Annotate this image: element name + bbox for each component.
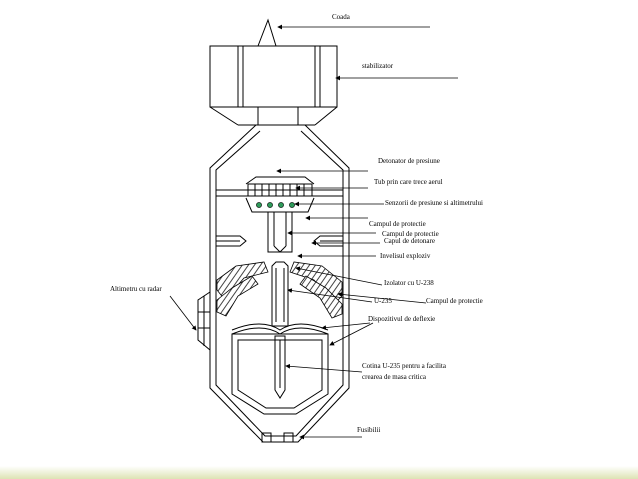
label-tub: Tub prin care trece aerul xyxy=(374,178,443,186)
label-cotina-1: Cotina U-235 pentru a facilita xyxy=(362,362,447,370)
label-dispozitiv: Dispozitivul de deflexie xyxy=(368,315,435,323)
u235-target-chamber xyxy=(231,333,329,415)
explosive-shell-right xyxy=(289,261,343,319)
u235-projectile xyxy=(271,261,289,327)
leader-lines xyxy=(169,24,458,440)
sensor-dot xyxy=(256,202,262,208)
label-altimetru: Altimetru cu radar xyxy=(110,285,162,293)
label-senzori: Senzorii de presiune si altimetrului xyxy=(385,199,483,207)
pressure-detonator xyxy=(216,176,343,197)
label-stabilizator: stabilizator xyxy=(362,62,394,70)
radar-altimeter xyxy=(197,291,211,351)
sensor-dot xyxy=(278,202,284,208)
label-u235: U-235 xyxy=(374,297,392,305)
label-izolator: Izolator cu U-238 xyxy=(384,279,434,287)
detonation-head xyxy=(267,211,293,253)
tail-neck xyxy=(238,107,315,126)
label-coada: Coada xyxy=(332,13,351,21)
label-campul-protectie-2: Campul de protectie xyxy=(382,230,439,238)
label-campul-protectie-1: Campul de protectie xyxy=(369,220,426,228)
tail-fin xyxy=(257,18,277,47)
label-campul-protectie-3: Campul de protectie xyxy=(426,297,483,305)
sensor-dot xyxy=(289,202,295,208)
explosive-shell-left xyxy=(216,261,269,317)
side-bracket-right xyxy=(313,235,343,247)
fuses xyxy=(261,432,294,443)
bomb-body xyxy=(209,124,350,443)
label-invelisul: Invelisul exploziv xyxy=(380,252,431,260)
label-detonator: Detonator de presiune xyxy=(378,157,440,165)
label-capul-detonare: Capul de detonare xyxy=(384,237,435,245)
label-fusibilii: Fusibilii xyxy=(357,426,380,434)
stabilizer-box xyxy=(209,45,338,126)
sensor-dot xyxy=(267,202,273,208)
page-bottom-band xyxy=(0,466,638,479)
side-bracket-left xyxy=(216,235,247,247)
pressure-sensors xyxy=(245,197,315,213)
label-cotina-2: crearea de masa critica xyxy=(362,373,427,381)
